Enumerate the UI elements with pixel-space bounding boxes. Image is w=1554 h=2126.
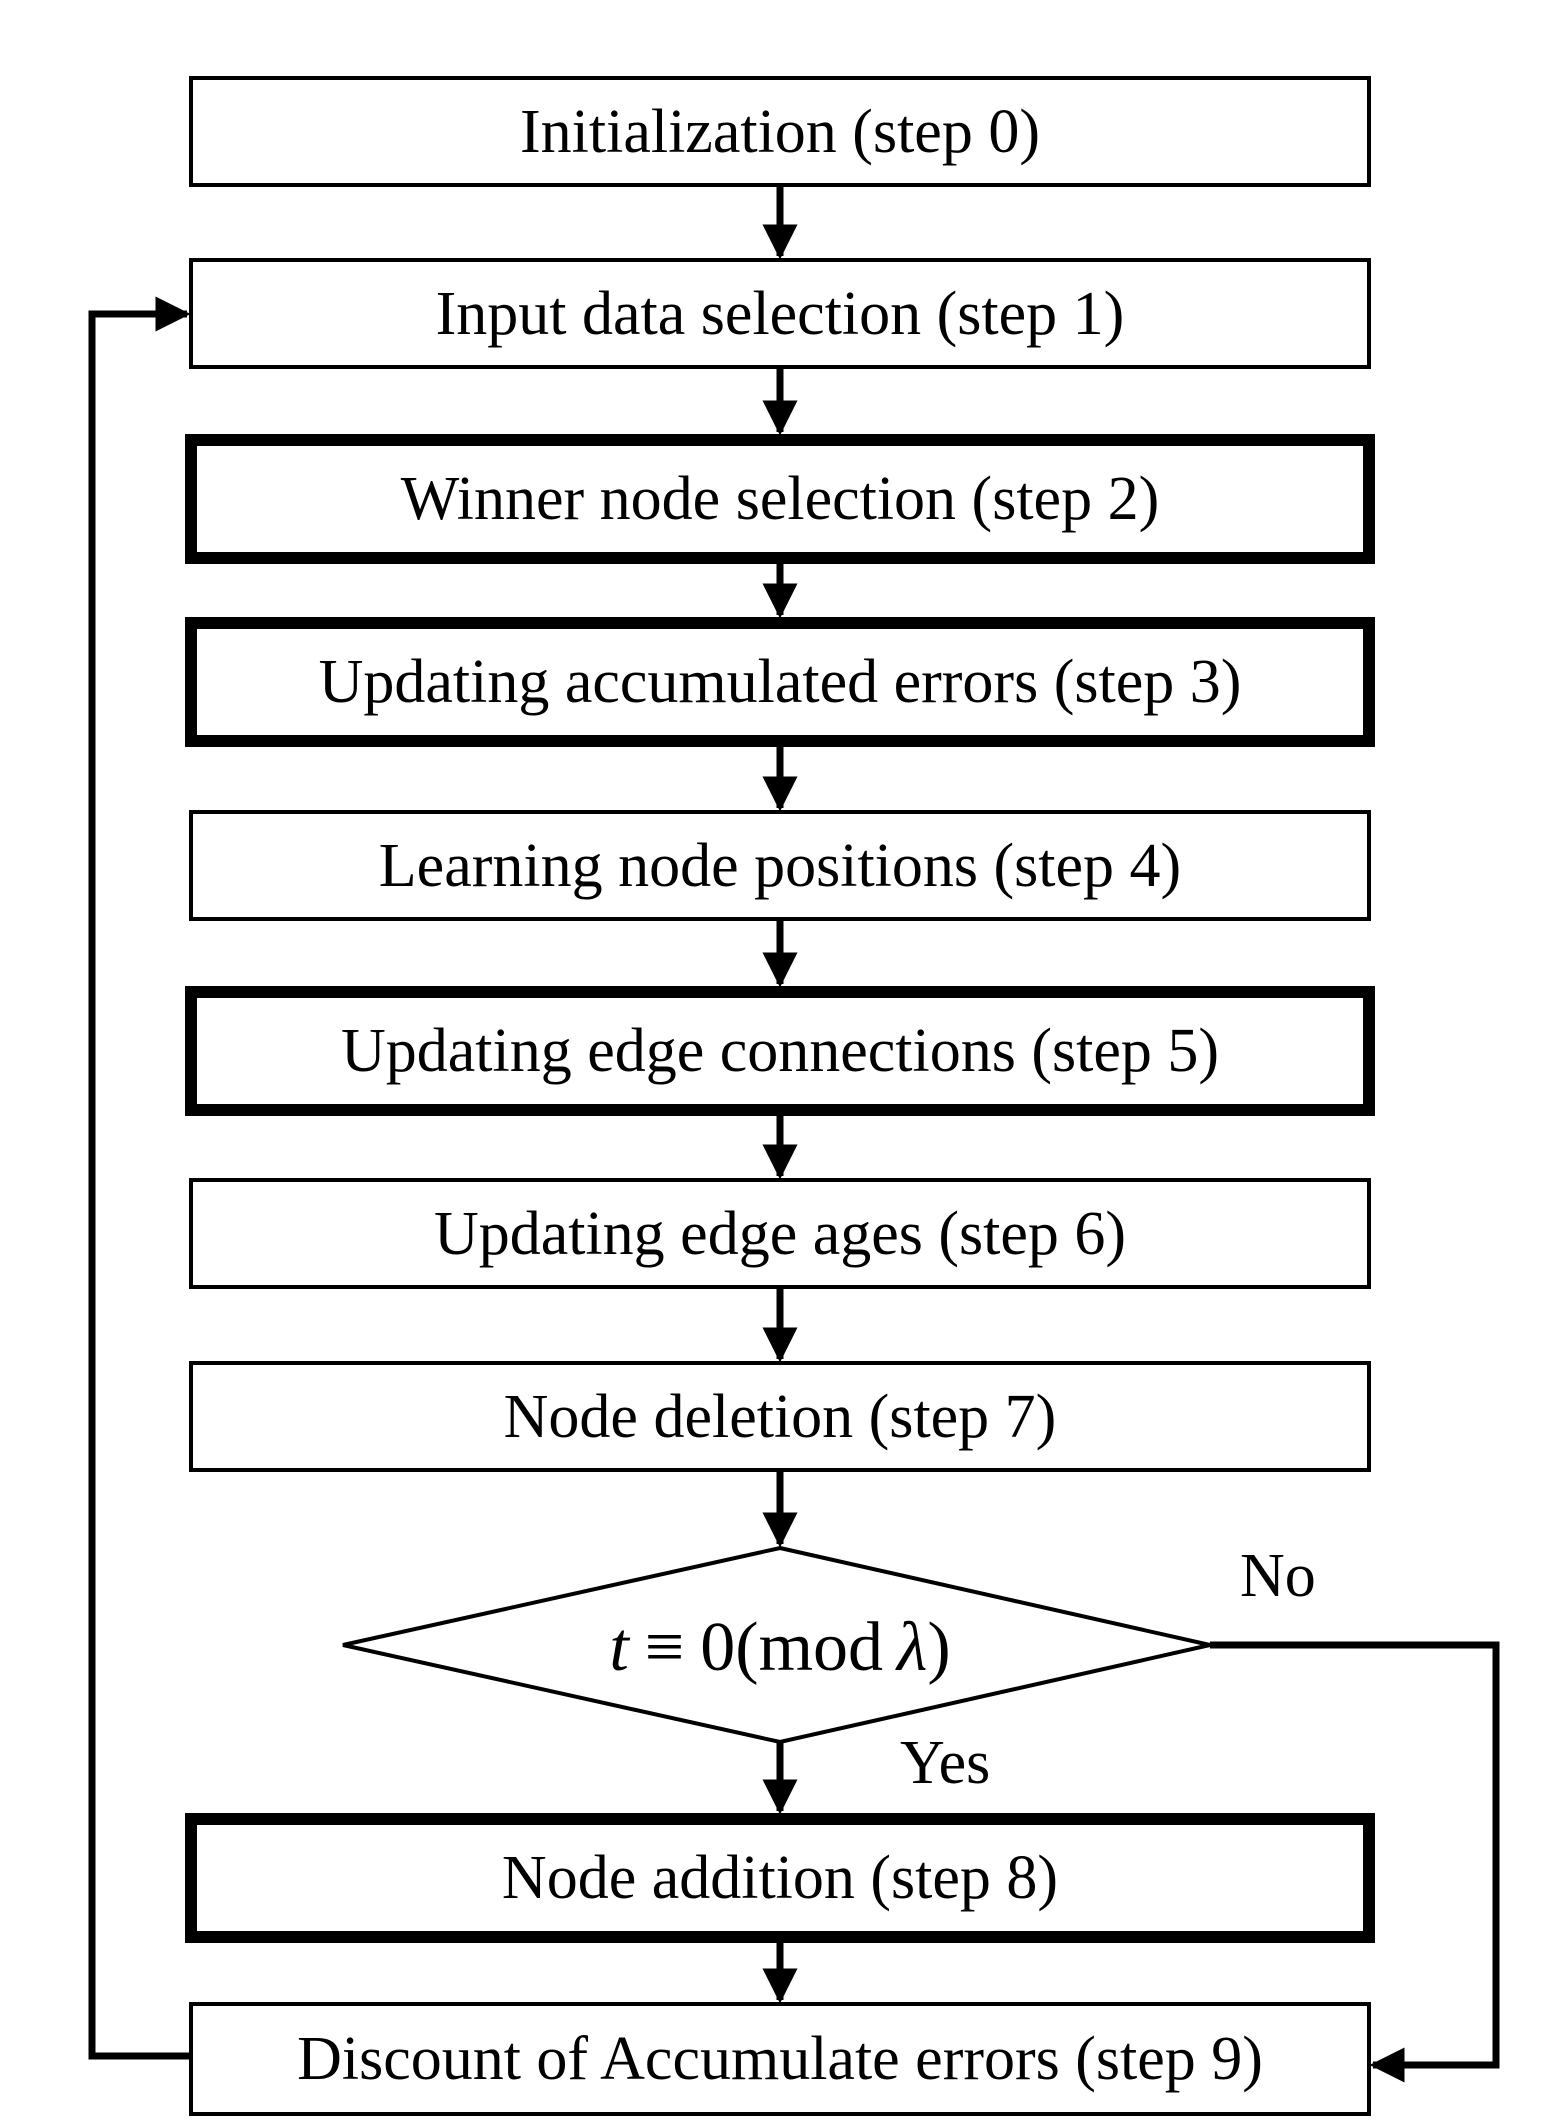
decision-var: t xyxy=(609,1609,630,1686)
step-0-box: Initialization (step 0) xyxy=(189,76,1371,187)
step-2-label: Winner node selection (step 2) xyxy=(401,465,1159,533)
step-8-box: Node addition (step 8) xyxy=(185,1813,1375,1943)
no-label: No xyxy=(1240,1542,1316,1610)
step-3-label: Updating accumulated errors (step 3) xyxy=(319,648,1242,716)
step-5-box: Updating edge connections (step 5) xyxy=(185,986,1375,1116)
step-5-label: Updating edge connections (step 5) xyxy=(341,1017,1219,1085)
arrow-decision-no-to-step9 xyxy=(1210,1641,1500,2083)
step-8-label: Node addition (step 8) xyxy=(502,1844,1058,1912)
arrow-loop-step9-to-step1 xyxy=(88,296,191,2060)
step-4-box: Learning node positions (step 4) xyxy=(189,810,1371,921)
decision-open-paren: ( xyxy=(735,1609,758,1686)
decision-mod-word: mod xyxy=(759,1609,883,1686)
decision-value: 0 xyxy=(700,1609,735,1686)
step-1-box: Input data selection (step 1) xyxy=(189,258,1371,369)
step-0-label: Initialization (step 0) xyxy=(520,98,1040,166)
yes-label: Yes xyxy=(900,1729,990,1797)
step-6-label: Updating edge ages (step 6) xyxy=(434,1200,1126,1268)
step-9-label: Discount of Accumulate errors (step 9) xyxy=(297,2025,1263,2093)
step-7-label: Node deletion (step 7) xyxy=(504,1383,1057,1451)
decision-relation: ≡ xyxy=(645,1609,684,1686)
step-1-label: Input data selection (step 1) xyxy=(436,280,1125,348)
step-9-box: Discount of Accumulate errors (step 9) xyxy=(189,2002,1371,2116)
step-7-box: Node deletion (step 7) xyxy=(189,1361,1371,1472)
step-4-label: Learning node positions (step 4) xyxy=(379,832,1181,900)
step-6-box: Updating edge ages (step 6) xyxy=(189,1178,1371,1289)
decision-close-paren: ) xyxy=(927,1609,950,1686)
decision-modulus: λ xyxy=(895,1609,927,1686)
step-3-box: Updating accumulated errors (step 3) xyxy=(185,617,1375,747)
step-2-box: Winner node selection (step 2) xyxy=(185,434,1375,564)
